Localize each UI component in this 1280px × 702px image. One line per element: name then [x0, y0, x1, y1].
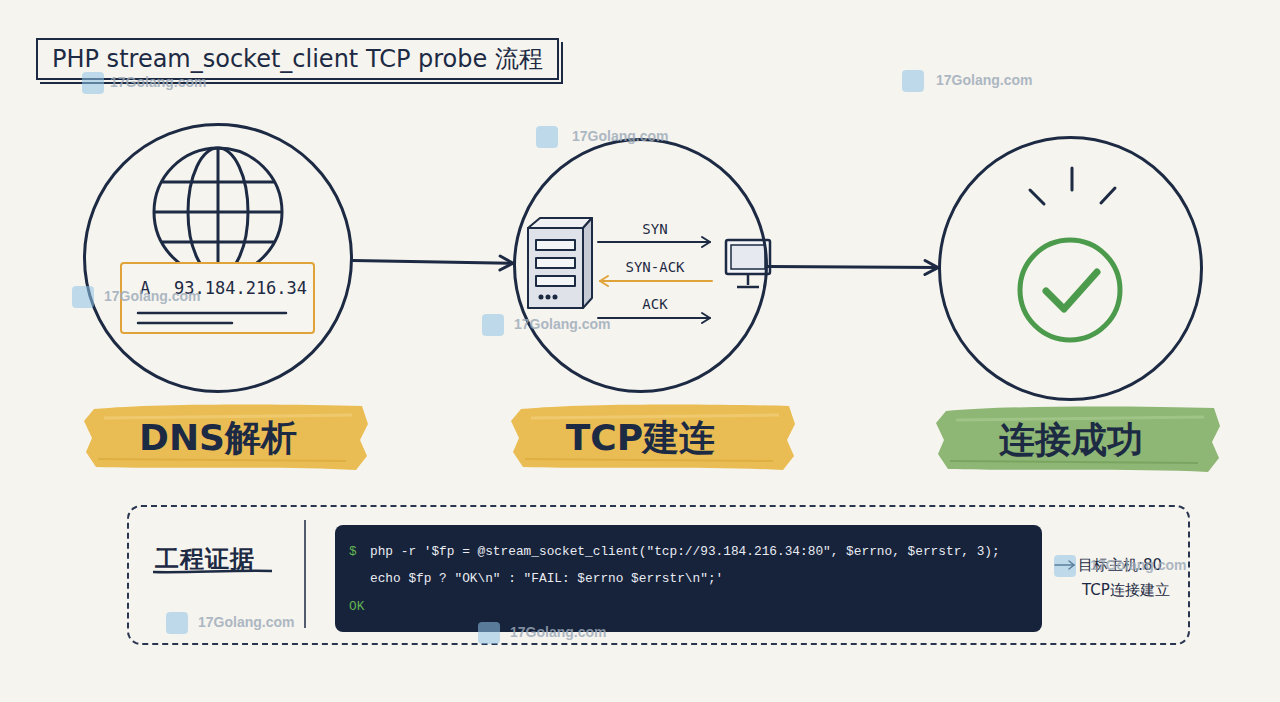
server-icon [583, 218, 592, 308]
success-check [1071, 168, 1074, 190]
record-lines [138, 313, 286, 323]
note-arrow [1055, 561, 1074, 569]
watermark: 17Golang.com [936, 72, 1032, 88]
watermark-icon [72, 70, 1076, 644]
server-icon [528, 218, 592, 308]
globe-icon [188, 148, 248, 276]
brush-band [525, 459, 773, 461]
watermark: 17Golang.com [514, 316, 610, 332]
success-check [1020, 240, 1120, 340]
watermark: 17Golang.com [572, 128, 668, 144]
diagram-title: PHP stream_socket_client TCP probe 流程 [36, 38, 559, 80]
globe-icon [154, 211, 282, 214]
monitor-icon [747, 274, 750, 285]
section-heading: 工程证据 [155, 544, 255, 574]
circle-outline [515, 140, 767, 392]
watermark-icon [478, 622, 500, 644]
handshake-arrow [598, 237, 712, 323]
code-line: echo $fp ? "OK\n" : "FAIL: $errno $errst… [370, 570, 723, 588]
handshake-arrow [600, 276, 608, 286]
watermark-icon [902, 70, 924, 92]
circle-outline [83, 123, 353, 393]
server-icon [536, 276, 575, 286]
handshake-arrow [600, 280, 712, 282]
watermark-icon [82, 72, 104, 94]
flow-arrow [353, 260, 513, 263]
evidence-decoration [153, 520, 305, 628]
stage-label: DNS解析 [68, 413, 368, 463]
server-icon [554, 296, 557, 299]
handshake-arrow [702, 237, 710, 247]
code-line: php -r '$fp = @stream_socket_client("tcp… [370, 543, 1000, 561]
watermark: 17Golang.com [104, 288, 200, 304]
stage-label: 连接成功 [921, 415, 1221, 465]
monitor-icon [737, 286, 759, 289]
watermark-icon [166, 612, 188, 634]
globe-icon [154, 148, 282, 276]
brush-band [98, 459, 346, 461]
watermark: 17Golang.com [110, 74, 206, 90]
globe-icon [161, 241, 275, 244]
handshake-label: SYN [642, 220, 667, 238]
server-icon [536, 240, 575, 250]
record-lines [138, 312, 286, 315]
success-check [1101, 188, 1115, 203]
globe-icon [217, 148, 220, 276]
watermark-icon [536, 126, 558, 148]
stage-circle: 连接成功 [938, 136, 1203, 401]
handshake-arrow [598, 241, 710, 243]
note-arrow [1055, 564, 1074, 566]
watermark-icon [482, 314, 504, 336]
success-check [1030, 190, 1044, 204]
monitor-icon [726, 240, 770, 287]
watermark: 17Golang.com [198, 614, 294, 630]
shell-prompt: $ [349, 543, 357, 561]
note-arrow [1069, 561, 1074, 569]
watermark-icon [72, 286, 94, 308]
success-check [1046, 272, 1097, 309]
globe-icon [161, 181, 275, 184]
brush-band [950, 461, 1198, 463]
server-icon [528, 218, 592, 228]
globe-icon [154, 148, 282, 276]
watermark-icon [1054, 555, 1076, 577]
circle-outline [940, 138, 1202, 400]
flow-arrow [768, 266, 938, 267]
circle-outline [85, 125, 352, 392]
watermark: 17Golang.com [510, 624, 606, 640]
stage-label: TCP建连 [491, 413, 791, 463]
server-icon [540, 296, 543, 299]
monitor-icon [731, 245, 765, 269]
server-icon [536, 258, 575, 268]
annotation: TCP连接建立 [1082, 580, 1170, 600]
handshake-label: SYN-ACK [625, 258, 684, 276]
code-panel: $ php -r '$fp = @stream_socket_client("tc… [335, 525, 1042, 632]
evidence-decoration [304, 520, 306, 628]
stage-circle: DNS解析A93.184.216.34 [83, 123, 353, 393]
watermark: 17Golang.com [1090, 557, 1186, 573]
record-lines [138, 322, 232, 325]
server-icon [528, 228, 583, 308]
circle-outline [938, 136, 1203, 401]
command-output: OK [349, 598, 364, 616]
success-check [1020, 168, 1120, 340]
server-icon [547, 296, 550, 299]
handshake-label: ACK [642, 295, 667, 313]
handshake-arrow [598, 317, 710, 319]
handshake-arrow [702, 313, 710, 323]
